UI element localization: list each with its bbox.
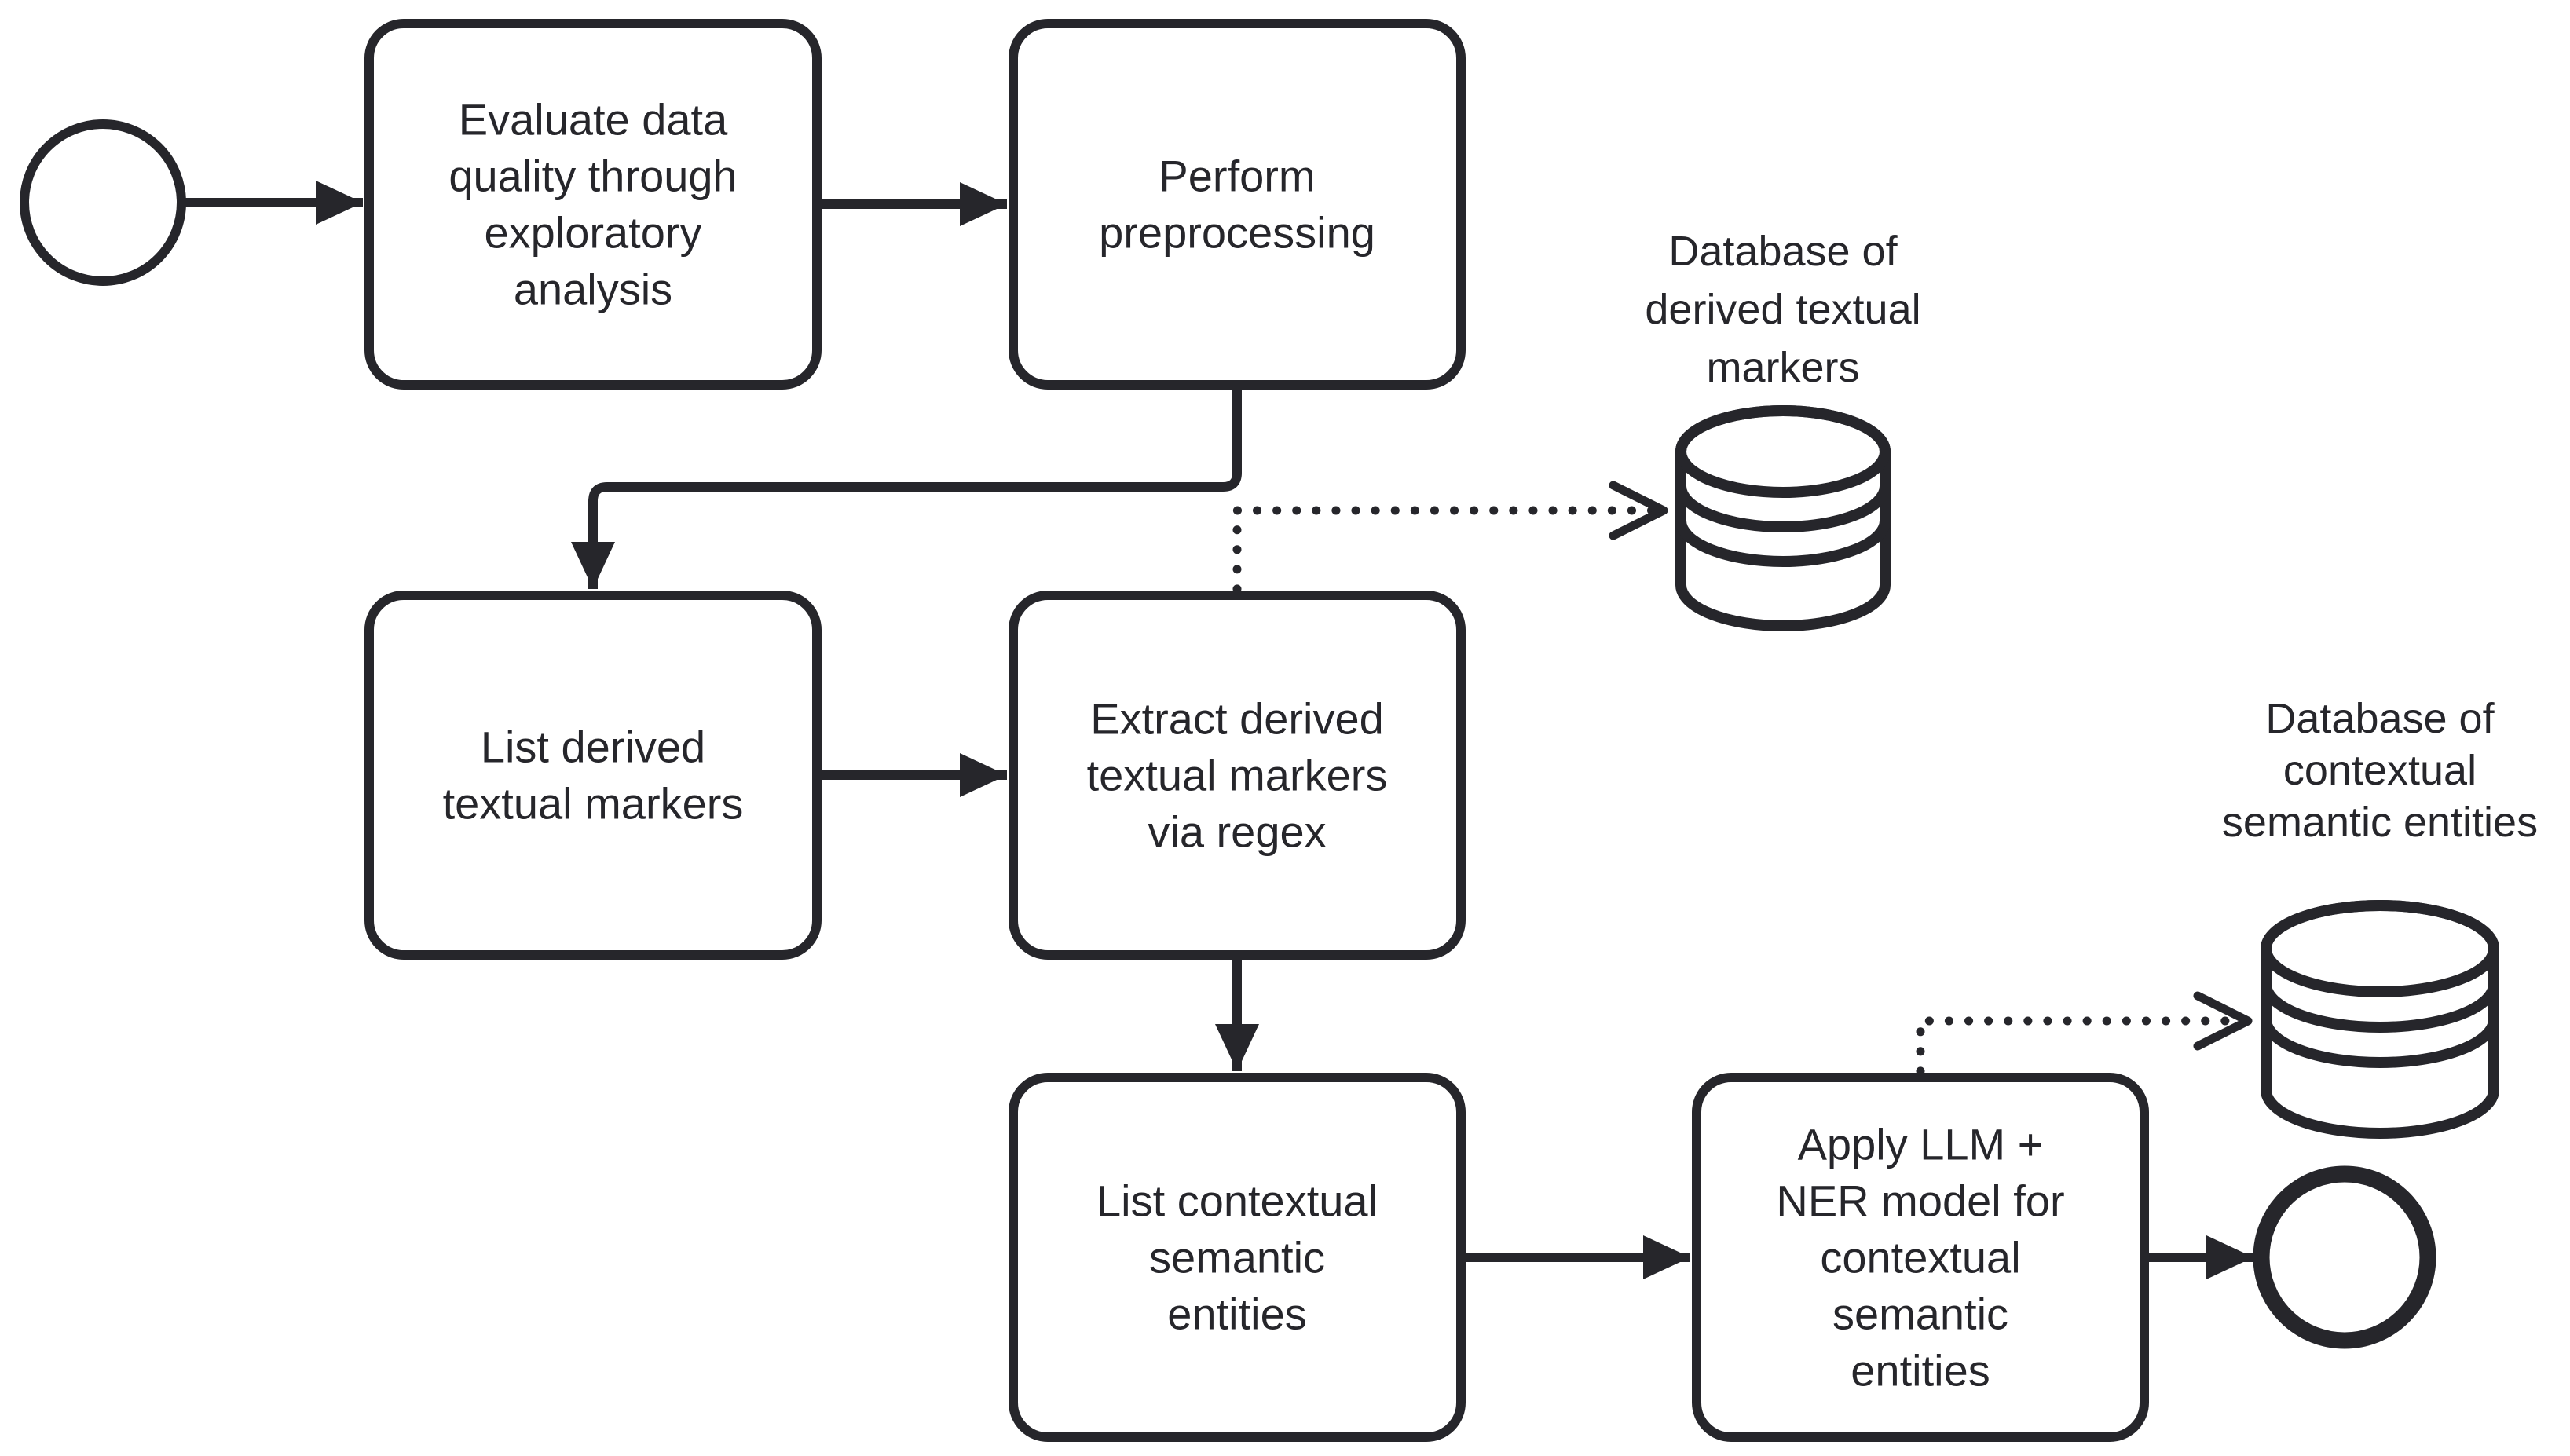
start-event-circle [20,119,186,286]
cylinder-stripe [2261,1019,2499,1068]
task-extract-markers-label: Extract derived [1090,694,1384,744]
task-preprocess-box [1009,19,1466,390]
association-apply-llm-to-db-entities [1916,991,2253,1076]
database-cylinder-icon [2261,900,2499,1139]
task-preprocess-label: preprocessing [1099,208,1375,258]
datastore-contextual-entities-label: semantic entities [2222,799,2538,846]
sequence-flows [181,181,2253,1279]
datastore-contextual-entities-label: contextual [2283,747,2477,794]
task-list-entities-box [1009,1073,1466,1442]
end-event-circle [2253,1165,2436,1349]
datastore-contextual-entities: Database of contextual semantic entities [2222,695,2538,1139]
datastore-derived-markers: Database of derived textual markers [1645,228,1921,631]
task-evaluate-box [364,19,822,390]
start-event [20,119,186,286]
task-apply-llm-ner-label: entities [1851,1346,1990,1396]
task-apply-llm-ner-box [1692,1073,2149,1442]
task-list-entities-label: List contextual [1096,1176,1378,1226]
datastore-derived-markers-label: derived textual [1645,286,1920,333]
end-event [2253,1165,2436,1349]
task-list-markers-label: textual markers [443,779,744,829]
task-list-entities-label: semantic [1149,1233,1325,1282]
task-extract-markers: Extract derived textual markers via rege… [1009,591,1466,960]
task-apply-llm-ner-label: contextual [1820,1233,2020,1282]
task-apply-llm-ner-label: Apply LLM + [1798,1120,2044,1169]
task-apply-llm-ner: Apply LLM + NER model for contextual sem… [1692,1073,2149,1442]
datastore-derived-markers-label: markers [1706,344,1859,391]
task-extract-markers-label: via regex [1148,807,1326,857]
task-evaluate-label: quality through [448,152,737,201]
cylinder-stripe [1675,485,1891,532]
cylinder-stripe [1675,520,1891,567]
task-list-markers: List derived textual markers [364,591,822,960]
association-extract-to-db-markers [1232,481,1668,594]
task-apply-llm-ner-label: semantic [1832,1290,2008,1339]
task-list-entities-label: entities [1167,1290,1306,1339]
task-list-entities: List contextual semantic entities [1009,1073,1466,1442]
task-evaluate-label: Evaluate data [459,95,728,145]
task-evaluate: Evaluate data quality through explorator… [364,19,822,390]
task-evaluate-label: exploratory [484,208,701,258]
task-apply-llm-ner-label: NER model for [1776,1176,2064,1226]
datastore-contextual-entities-label: Database of [2265,695,2495,742]
task-list-markers-label: List derived [481,723,705,772]
cylinder-top-ellipse [1675,405,1891,498]
flow-preprocess-to-list-markers [571,385,1242,589]
datastore-derived-markers-label: Database of [1668,228,1898,275]
database-cylinder-icon [1675,405,1891,631]
task-preprocess-label: Perform [1159,152,1315,201]
task-list-markers-box [364,591,822,960]
cylinder-top-ellipse [2261,900,2499,997]
task-preprocess: Perform preprocessing [1009,19,1466,390]
task-extract-markers-box [1009,591,1466,960]
task-evaluate-label: analysis [514,265,672,314]
task-extract-markers-label: textual markers [1087,751,1388,800]
cylinder-stripe [2261,983,2499,1033]
data-associations [1232,481,2253,1076]
